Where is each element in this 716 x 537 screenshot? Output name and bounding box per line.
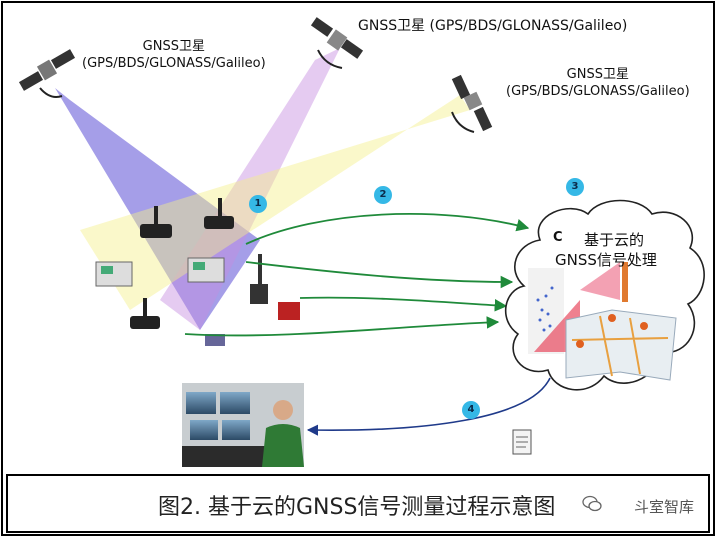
receiver-antenna-icon: [130, 198, 234, 329]
satellite-3-label: GNSS卫星 (GPS/BDS/GLONASS/Galileo): [506, 66, 690, 100]
caption-box: 图2. 基于云的GNSS信号测量过程示意图 斗室智库: [6, 474, 710, 533]
processing-visuals: [528, 262, 677, 381]
receiver-unit-icon: [95, 254, 300, 346]
data-flow-arrows: [184, 213, 530, 337]
satellite-3-title: GNSS卫星: [566, 67, 629, 82]
document-icon: [512, 429, 532, 455]
satellite-1-label: GNSS卫星 (GPS/BDS/GLONASS/Galileo): [82, 38, 266, 72]
satellite-3-icon: [451, 74, 493, 133]
figure-caption: 图2. 基于云的GNSS信号测量过程示意图: [158, 495, 556, 520]
wechat-icon: [582, 495, 602, 512]
step-badge-1: 1: [249, 195, 267, 213]
cloud-c-letter: C: [553, 230, 563, 245]
satellite-1-title: GNSS卫星: [142, 39, 205, 54]
step-badge-3: 3: [566, 178, 584, 196]
satellite-3-systems: (GPS/BDS/GLONASS/Galileo): [506, 84, 690, 99]
step-badge-4: 4: [462, 401, 480, 419]
satellite-2-title: GNSS卫星 (GPS/BDS/GLONASS/Galileo): [358, 18, 628, 34]
operator-photo: [182, 383, 304, 467]
cloud-title-line2: GNSS信号处理: [555, 251, 657, 269]
brand-name: 斗室智库: [633, 498, 694, 516]
satellite-1-systems: (GPS/BDS/GLONASS/Galileo): [82, 56, 266, 71]
step-badge-2: 2: [374, 186, 392, 204]
result-return-arrow: [306, 377, 551, 436]
satellite-2-label: GNSS卫星 (GPS/BDS/GLONASS/Galileo): [358, 18, 627, 35]
satellite-1-icon: [18, 49, 76, 98]
cloud-title-line1: 基于云的: [583, 231, 644, 249]
beam-yellow: [80, 95, 470, 310]
cloud-title: 基于云的 GNSS信号处理: [555, 230, 657, 270]
satellite-2-icon: [310, 17, 364, 69]
